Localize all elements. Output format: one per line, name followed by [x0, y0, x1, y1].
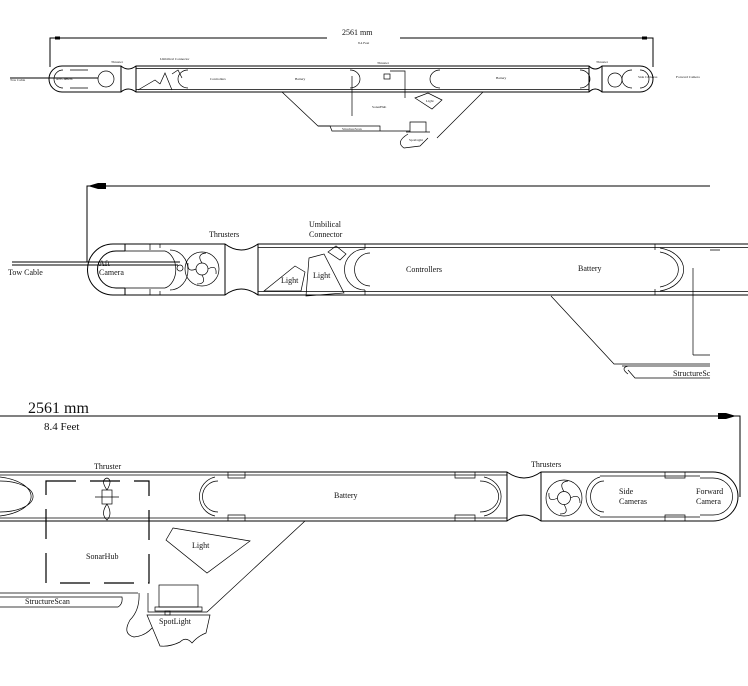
overview-label-sonarhub: SonarHub: [372, 105, 386, 109]
aft-dimension-line: [86, 183, 710, 262]
aft-detail-diagram: Tow Cable Aft Camera Thrusters Umbilical…: [8, 183, 748, 379]
forward-label-light: Light: [192, 541, 210, 550]
overview-lights: [137, 69, 183, 91]
overview-label-controllers: Controllers: [210, 77, 226, 81]
forward-hull: [0, 471, 739, 522]
overview-label-umbilical: Umbilical Connector: [160, 57, 190, 61]
forward-fan-icon: [545, 479, 583, 517]
forward-structurescan-mount: [0, 520, 306, 613]
overview-labels: Tow Cable Aft Camera Thruster Umbilical …: [10, 57, 700, 142]
aft-label-light-1: Light: [281, 276, 299, 285]
overview-fan-left-icon: [97, 70, 115, 88]
aft-label-aft-camera-2: Camera: [99, 268, 124, 277]
overview-label-thruster-mid: Thruster: [377, 61, 390, 65]
overview-fan-right-icon: [607, 72, 623, 88]
aft-structurescan-mount: [550, 295, 710, 379]
overview-label-thruster-right: Thruster: [596, 60, 609, 64]
overview-label-battery-2: Battery: [496, 76, 507, 80]
forward-labels: Thruster Battery Thrusters Side Cameras …: [25, 460, 723, 626]
aft-labels: Tow Cable Aft Camera Thrusters Umbilical…: [8, 220, 711, 378]
forward-label-side-cameras-2: Cameras: [619, 497, 647, 506]
overview-thruster-icon: [383, 73, 391, 80]
overview-diagram: 2561 mm 8.4 Feet Tow Cable Aft Camera Th…: [10, 28, 700, 149]
overview-label-spotlight: SpotLight: [409, 138, 423, 142]
aft-hull: [87, 243, 748, 356]
aft-light-2: [305, 253, 345, 297]
aft-umbilical-connector: [327, 245, 347, 261]
forward-label-side-cameras-1: Side: [619, 487, 634, 496]
overview-label-thruster-left: Thruster: [111, 60, 124, 64]
aft-label-aft-camera-1: Aft: [99, 259, 110, 268]
aft-label-battery: Battery: [578, 264, 602, 273]
aft-tow-cable: [12, 261, 180, 266]
aft-label-controllers: Controllers: [406, 265, 442, 274]
overview-dimension-mm: 2561 mm: [342, 28, 373, 37]
overview-label-side-cameras: Side Cameras: [638, 75, 658, 79]
overview-spotlight: [399, 121, 430, 149]
forward-detail-diagram: 2561 mm 8.4 Feet: [0, 400, 741, 647]
forward-label-forward-camera-2: Camera: [696, 497, 721, 506]
overview-dimension-ft: 8.4 Feet: [358, 41, 369, 45]
overview-sonarhub-light: [390, 70, 443, 110]
forward-dimension-mm: 2561 mm: [28, 400, 89, 417]
forward-sonarhub-box: [45, 480, 150, 584]
forward-label-structurescan: StructureScan: [25, 597, 70, 606]
overview-label-forward-camera: Forward Camera: [676, 75, 700, 79]
aft-camera-lens-icon: [176, 264, 184, 272]
forward-label-forward-camera-1: Forward: [696, 487, 723, 496]
aft-light-1: [263, 265, 306, 292]
forward-label-thrusters: Thrusters: [531, 460, 561, 469]
aft-label-umbilical-2: Connector: [309, 230, 343, 239]
overview-label-structurescan: StructureScan: [342, 127, 362, 131]
forward-dimension-ft: 8.4 Feet: [44, 421, 79, 433]
overview-label-light: Light: [426, 99, 434, 103]
overview-label-aft-camera: Aft Camera: [56, 77, 73, 81]
overview-label-battery-1: Battery: [295, 77, 306, 81]
overview-dimension-line: [49, 36, 654, 67]
aft-fan-icon: [184, 251, 220, 287]
overview-hull: [48, 65, 654, 93]
forward-label-spotlight: SpotLight: [159, 617, 192, 626]
aft-label-thrusters: Thrusters: [209, 230, 239, 239]
forward-spotlight: [126, 584, 211, 647]
forward-light: [165, 527, 251, 574]
forward-label-sonarhub: SonarHub: [86, 552, 118, 561]
aft-label-light-2: Light: [313, 271, 331, 280]
aft-label-tow-cable: Tow Cable: [8, 268, 43, 277]
forward-thruster-propeller-icon: [95, 477, 119, 521]
overview-label-tow-cable: Tow Cable: [10, 78, 26, 82]
aft-label-umbilical-1: Umbilical: [309, 220, 342, 229]
forward-label-thruster: Thruster: [94, 462, 121, 471]
aft-label-structurescan: StructureSc: [673, 369, 711, 378]
forward-label-battery: Battery: [334, 491, 358, 500]
forward-dimension-line: [0, 413, 741, 497]
